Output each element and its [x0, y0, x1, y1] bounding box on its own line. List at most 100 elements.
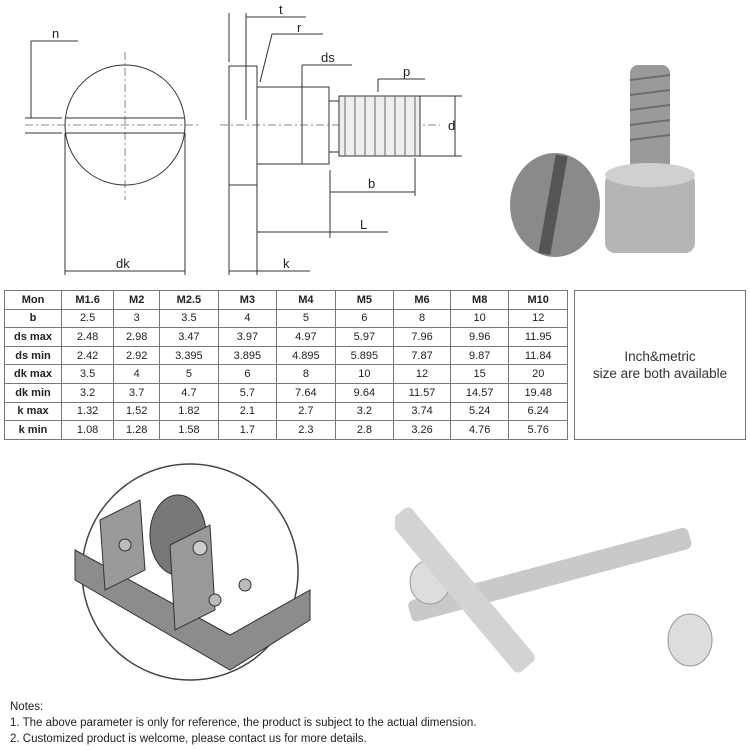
table-cell: 5.895 — [334, 345, 395, 366]
row-label: dk max — [4, 364, 62, 384]
table-cell: 8 — [393, 308, 451, 329]
label-t: t — [279, 2, 283, 17]
table-cell: 4.7 — [159, 382, 219, 403]
table-cell: 2.98 — [113, 327, 161, 347]
table-cell: 2.92 — [113, 345, 161, 366]
table-cell: 9.96 — [449, 327, 510, 347]
table-cell: 1.7 — [217, 420, 278, 440]
table-cell: 4.97 — [276, 327, 336, 347]
application-illustration — [74, 463, 311, 681]
table-cell: 3.47 — [159, 327, 219, 347]
table-cell: 2.3 — [276, 420, 336, 440]
table-cell: 2.7 — [276, 401, 336, 422]
table-cell: 3.5 — [159, 308, 219, 329]
header-cell: M2.5 — [159, 290, 219, 310]
row-label: k min — [4, 420, 62, 440]
table-cell: 20 — [508, 364, 568, 384]
table-cell: 4.76 — [449, 420, 510, 440]
table-cell: 3 — [113, 308, 161, 329]
table-cell: 10 — [334, 364, 395, 384]
table-cell: 7.96 — [393, 327, 451, 347]
table-cell: 6.24 — [508, 401, 568, 422]
label-L: L — [360, 217, 367, 232]
table-cell: 2.8 — [334, 420, 395, 440]
table-cell: 5.97 — [334, 327, 395, 347]
table-cell: 1.08 — [60, 420, 115, 440]
header-cell: M10 — [508, 290, 568, 310]
table-cell: 1.52 — [113, 401, 161, 422]
label-n: n — [52, 26, 59, 41]
table-cell: 3.74 — [393, 401, 451, 422]
label-k: k — [283, 256, 290, 271]
notes-section: Notes: 1. The above parameter is only fo… — [10, 699, 476, 747]
table-cell: 2.5 — [60, 308, 115, 329]
table-cell: 12 — [393, 364, 451, 384]
shoulder-screws-photo — [395, 507, 713, 673]
table-cell: 3.26 — [393, 420, 451, 440]
table-cell: 3.395 — [159, 345, 219, 366]
header-cell: M2 — [113, 290, 161, 310]
table-cell: 1.58 — [159, 420, 219, 440]
table-cell: 3.5 — [60, 364, 115, 384]
table-cell: 1.32 — [60, 401, 115, 422]
table-cell: 7.64 — [276, 382, 336, 403]
table-cell: 4.895 — [276, 345, 336, 366]
table-header-row: Mon M1.6 M2 M2.5 M3 M4 M5 M6 M8 M10 — [4, 290, 568, 310]
table-cell: 11.84 — [508, 345, 568, 366]
header-cell: M3 — [217, 290, 278, 310]
table-cell: 4 — [113, 364, 161, 384]
row-label: b — [4, 308, 62, 329]
header-cell: M5 — [334, 290, 395, 310]
table-cell: 5 — [276, 308, 336, 329]
table-cell: 14.57 — [449, 382, 510, 403]
label-ds: ds — [321, 50, 335, 65]
table-cell: 7.87 — [393, 345, 451, 366]
header-cell: M1.6 — [60, 290, 115, 310]
screw-photo — [510, 65, 695, 257]
row-label: dk min — [4, 382, 62, 403]
table-cell: 3.7 — [113, 382, 161, 403]
table-cell: 1.82 — [159, 401, 219, 422]
table-cell: 4 — [217, 308, 278, 329]
label-r: r — [297, 20, 302, 35]
table-cell: 9.87 — [449, 345, 510, 366]
label-p: p — [403, 64, 410, 79]
table-cell: 8 — [276, 364, 336, 384]
header-cell: M6 — [393, 290, 451, 310]
table-cell: 11.95 — [508, 327, 568, 347]
table-cell: 19.48 — [508, 382, 568, 403]
table-cell: 5 — [159, 364, 219, 384]
row-label: ds max — [4, 327, 62, 347]
table-cell: 9.64 — [334, 382, 395, 403]
table-cell: 5.24 — [449, 401, 510, 422]
table-cell: 12 — [508, 308, 568, 329]
table-cell: 5.7 — [217, 382, 278, 403]
table-cell: 3.97 — [217, 327, 278, 347]
table-cell: 2.48 — [60, 327, 115, 347]
table-cell: 10 — [449, 308, 510, 329]
header-cell: M4 — [276, 290, 336, 310]
row-label: ds min — [4, 345, 62, 366]
table-cell: 3.895 — [217, 345, 278, 366]
note-item: 1. The above parameter is only for refer… — [10, 717, 477, 729]
header-cell: M8 — [449, 290, 510, 310]
table-cell: 15 — [449, 364, 510, 384]
technical-drawing: n t r ds p d b L dk k — [25, 2, 462, 275]
table-cell: 11.57 — [393, 382, 451, 403]
availability-line2: size are both available — [592, 366, 728, 381]
table-cell: 2.42 — [60, 345, 115, 366]
table-cell: 5.76 — [508, 420, 568, 440]
table-cell: 3.2 — [334, 401, 395, 422]
label-dk: dk — [116, 256, 130, 271]
label-d: d — [448, 118, 455, 133]
label-b: b — [368, 176, 375, 191]
table-cell: 6 — [217, 364, 278, 384]
